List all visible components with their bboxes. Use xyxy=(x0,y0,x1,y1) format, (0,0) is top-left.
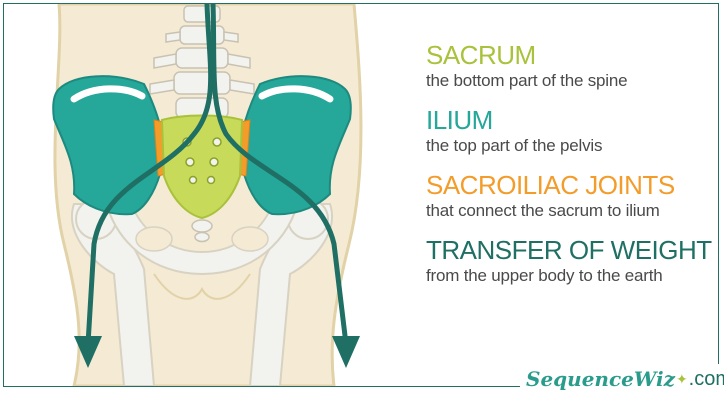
brand-logo: SequenceWiz ✦ .com xyxy=(520,364,724,394)
star-icon: ✦ xyxy=(676,371,688,388)
brand-name: SequenceWiz xyxy=(526,367,675,391)
weight-title: TRANSFER OF WEIGHT xyxy=(426,235,716,265)
label-ilium: ILIUM the top part of the pelvis xyxy=(426,105,716,157)
sacrum-title: SACRUM xyxy=(426,40,716,70)
legend: SACRUM the bottom part of the spine ILIU… xyxy=(426,40,716,300)
label-sacroiliac-joints: SACROILIAC JOINTS that connect the sacru… xyxy=(426,170,716,222)
sacrum-desc: the bottom part of the spine xyxy=(426,70,716,92)
joints-title: SACROILIAC JOINTS xyxy=(426,170,716,200)
weight-desc: from the upper body to the earth xyxy=(426,265,716,287)
brand-suffix: .com xyxy=(689,368,724,391)
coccyx xyxy=(192,220,212,242)
right-arrow-head xyxy=(332,336,360,368)
ilium-desc: the top part of the pelvis xyxy=(426,135,716,157)
pelvis-illustration xyxy=(4,4,400,386)
ilium-title: ILIUM xyxy=(426,105,716,135)
label-sacrum: SACRUM the bottom part of the spine xyxy=(426,40,716,92)
joints-desc: that connect the sacrum to ilium xyxy=(426,200,716,222)
label-weight-transfer: TRANSFER OF WEIGHT from the upper body t… xyxy=(426,235,716,287)
